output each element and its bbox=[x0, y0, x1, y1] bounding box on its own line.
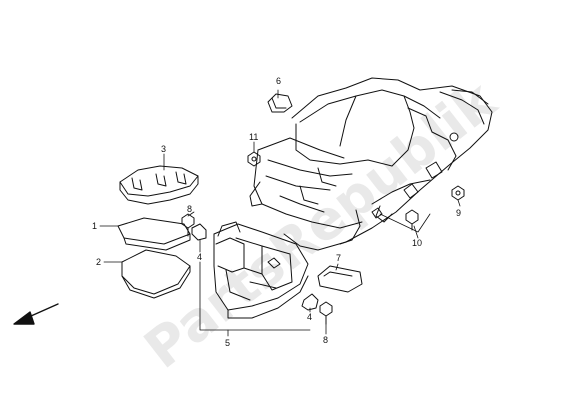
callout-9: 9 bbox=[456, 208, 461, 218]
cover-part-2 bbox=[121, 249, 191, 299]
watermark-text: PartsRepublik bbox=[133, 68, 508, 381]
callout-4a: 4 bbox=[197, 252, 202, 262]
front-direction-arrow bbox=[13, 303, 59, 325]
bolt-part-8a bbox=[181, 213, 195, 237]
callout-4b: 4 bbox=[307, 312, 312, 322]
callout-3: 3 bbox=[161, 144, 166, 154]
callout-6: 6 bbox=[276, 76, 281, 86]
bracket-part-3 bbox=[119, 165, 199, 205]
holder-part-7 bbox=[317, 265, 363, 293]
callout-7: 7 bbox=[336, 253, 341, 263]
callout-1: 1 bbox=[92, 221, 97, 231]
clip-part-6 bbox=[267, 93, 293, 113]
callout-10: 10 bbox=[412, 238, 422, 248]
tab-part-4b bbox=[301, 293, 319, 311]
watermark: PartsRepublik bbox=[133, 68, 508, 381]
callout-5: 5 bbox=[225, 338, 230, 348]
callouts: 1 2 3 4 4 5 6 7 8 8 9 10 11 bbox=[92, 76, 461, 348]
bolt-part-8b bbox=[319, 301, 333, 325]
pad-part-1 bbox=[117, 217, 191, 251]
callout-8b: 8 bbox=[323, 335, 328, 345]
tab-part-4a bbox=[191, 223, 207, 241]
rear-fender bbox=[249, 77, 493, 251]
nut-part-11 bbox=[247, 151, 261, 167]
leader-lines bbox=[99, 89, 461, 337]
inner-tray bbox=[213, 221, 309, 319]
callout-11: 11 bbox=[249, 132, 258, 142]
callout-8a: 8 bbox=[187, 204, 192, 214]
nut-part-9 bbox=[451, 185, 465, 201]
callout-2: 2 bbox=[96, 257, 101, 267]
